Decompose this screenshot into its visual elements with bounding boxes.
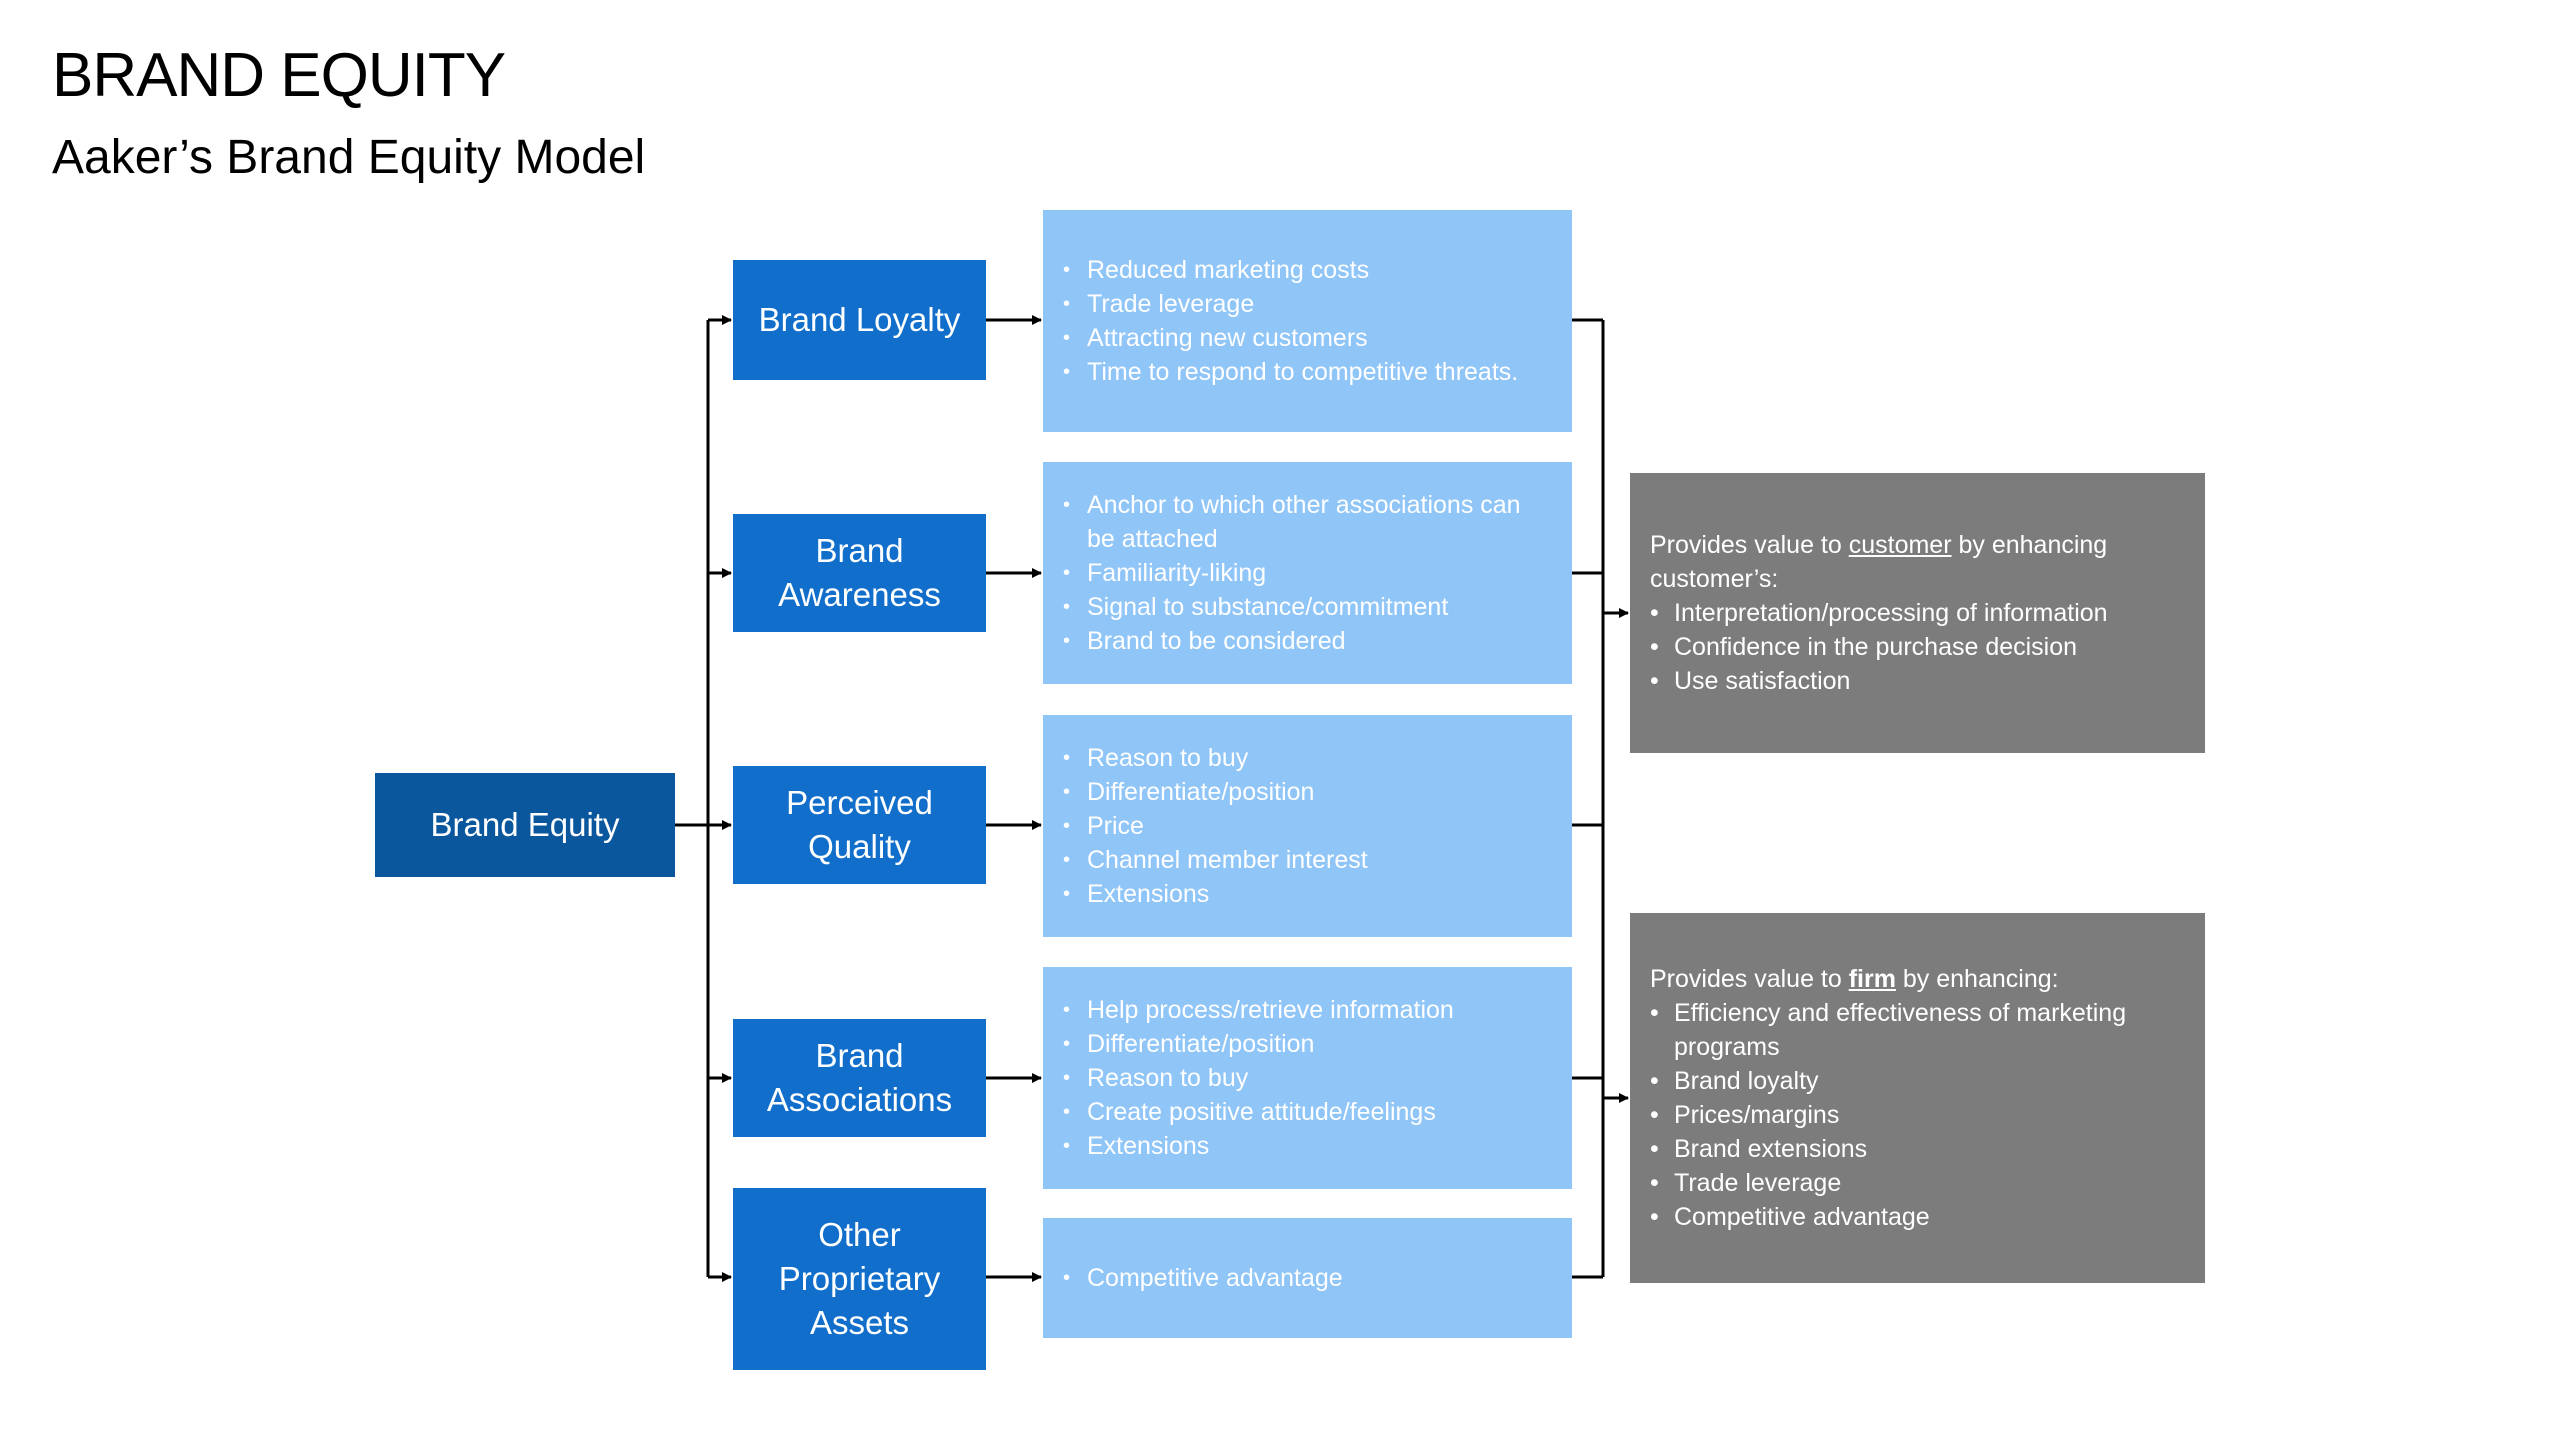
driver-brand-associations: Brand Associations (733, 1019, 986, 1137)
brand-equity-box: Brand Equity (375, 773, 675, 877)
value-item: Brand extensions (1650, 1132, 2185, 1166)
detail-item: Familiarity-liking (1063, 556, 1552, 590)
detail-brand-associations: Help process/retrieve information Differ… (1043, 967, 1572, 1189)
detail-other-proprietary-assets: Competitive advantage (1043, 1218, 1572, 1338)
detail-item: Price (1063, 809, 1368, 843)
driver-brand-loyalty: Brand Loyalty (733, 260, 986, 380)
detail-item: Brand to be considered (1063, 624, 1552, 658)
detail-item: Reason to buy (1063, 1061, 1454, 1095)
detail-item: Time to respond to competitive threats. (1063, 355, 1518, 389)
detail-item: Channel member interest (1063, 843, 1368, 877)
detail-item: Differentiate/position (1063, 1027, 1454, 1061)
detail-item: Attracting new customers (1063, 321, 1518, 355)
driver-other-proprietary-assets: Other Proprietary Assets (733, 1188, 986, 1370)
detail-item: Help process/retrieve information (1063, 993, 1454, 1027)
detail-item: Competitive advantage (1063, 1261, 1343, 1295)
detail-item: Reduced marketing costs (1063, 253, 1518, 287)
page-title: BRAND EQUITY (52, 41, 506, 110)
value-item: Interpretation/processing of information (1650, 596, 2185, 630)
firm-value-intro: Provides value to firm by enhancing: (1650, 965, 2059, 993)
value-item: Confidence in the purchase decision (1650, 630, 2185, 664)
page-subtitle: Aaker’s Brand Equity Model (52, 131, 646, 184)
firm-keyword: firm (1848, 965, 1896, 993)
detail-item: Signal to substance/commitment (1063, 590, 1552, 624)
detail-perceived-quality: Reason to buy Differentiate/position Pri… (1043, 715, 1572, 937)
firm-value-box: Provides value to firm by enhancing: Eff… (1630, 913, 2205, 1283)
detail-item: Extensions (1063, 877, 1368, 911)
detail-item: Create positive attitude/feelings (1063, 1095, 1454, 1129)
value-item: Trade leverage (1650, 1166, 2185, 1200)
detail-brand-awareness: Anchor to which other associations can b… (1043, 462, 1572, 684)
detail-item: Trade leverage (1063, 287, 1518, 321)
customer-keyword: customer (1848, 531, 1952, 559)
driver-perceived-quality: Perceived Quality (733, 766, 986, 884)
driver-brand-awareness: Brand Awareness (733, 514, 986, 632)
customer-value-box: Provides value to customer by enhancing … (1630, 473, 2205, 753)
value-item: Competitive advantage (1650, 1200, 2185, 1234)
value-item: Prices/margins (1650, 1098, 2185, 1132)
detail-item: Differentiate/position (1063, 775, 1368, 809)
customer-value-intro: Provides value to customer by enhancing … (1650, 531, 2108, 593)
value-item: Use satisfaction (1650, 664, 2185, 698)
value-item: Efficiency and effectiveness of marketin… (1650, 996, 2185, 1064)
detail-brand-loyalty: Reduced marketing costs Trade leverage A… (1043, 210, 1572, 432)
detail-item: Extensions (1063, 1129, 1454, 1163)
value-item: Brand loyalty (1650, 1064, 2185, 1098)
detail-item: Anchor to which other associations can b… (1063, 488, 1552, 556)
detail-item: Reason to buy (1063, 741, 1368, 775)
